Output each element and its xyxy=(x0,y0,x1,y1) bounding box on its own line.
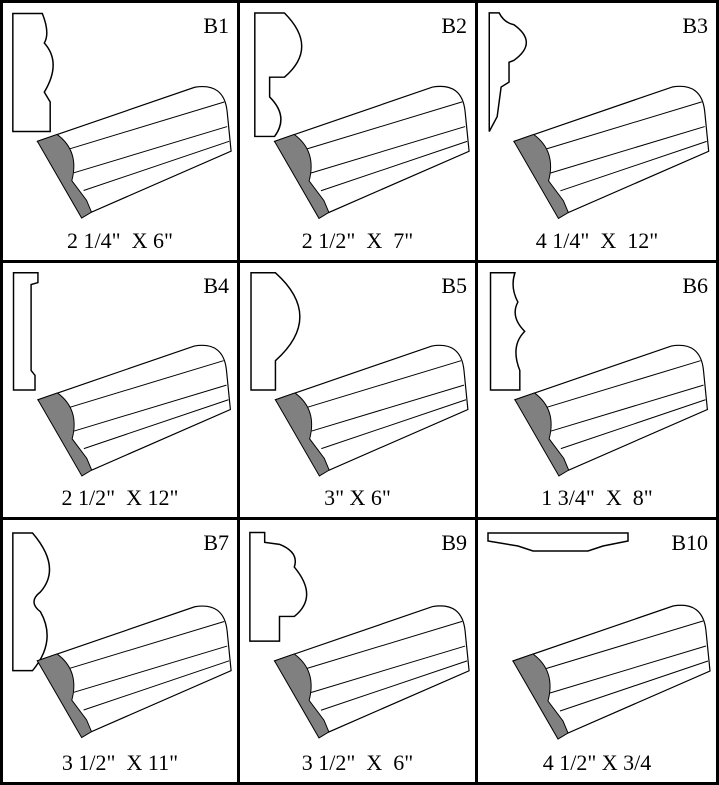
profile-outline xyxy=(12,12,54,133)
molding-body xyxy=(36,85,232,213)
molding-edge-line xyxy=(62,360,224,411)
molding-illustration xyxy=(489,272,709,477)
molding-cell-b5: B5 3" X 6" xyxy=(240,263,478,520)
molding-code: B4 xyxy=(203,273,229,298)
molding-edge-line xyxy=(73,384,227,432)
profile-outline xyxy=(12,532,51,672)
molding-body xyxy=(36,605,232,733)
molding-edge-line xyxy=(73,645,228,693)
molding-illustration xyxy=(250,272,469,477)
molding-body xyxy=(513,344,709,471)
molding-cell-b10: B10 4 1/2" X 3/4 xyxy=(478,520,716,782)
molding-code: B5 xyxy=(441,273,467,298)
molding-end-face xyxy=(37,392,93,477)
molding-cell-b7: B7 3 1/2" X 11" xyxy=(3,520,240,782)
molding-edge-line xyxy=(61,101,225,152)
molding-illustration xyxy=(12,532,232,739)
molding-edge-line xyxy=(83,660,230,711)
molding-edge-line xyxy=(321,399,467,450)
profile-outline xyxy=(250,272,301,391)
molding-edge-line xyxy=(73,126,228,174)
molding-size: 2 1/2" X 7" xyxy=(301,228,414,253)
molding-body xyxy=(512,604,711,734)
molding-size: 3 1/2" X 6" xyxy=(301,750,414,775)
molding-cell-b6: B6 1 3/4" X 8" xyxy=(478,263,716,520)
molding-size: 4 1/2" X 3/4 xyxy=(542,750,652,775)
molding-edge-line xyxy=(559,660,709,712)
molding-edge-line xyxy=(83,399,229,450)
profile-outline xyxy=(254,12,303,138)
molding-code: B2 xyxy=(441,13,467,38)
molding-code: B7 xyxy=(203,530,229,555)
molding-body xyxy=(512,85,710,214)
molding-size: 2 1/4" X 6" xyxy=(67,228,173,253)
molding-code: B6 xyxy=(682,273,708,298)
molding-end-face xyxy=(274,392,330,477)
profile-outline xyxy=(487,532,629,552)
molding-end-face xyxy=(514,392,570,477)
molding-size: 2 1/2" X 12" xyxy=(61,485,179,510)
molding-size: 1 3/4" X 8" xyxy=(541,485,653,510)
molding-edge-line xyxy=(538,101,702,152)
molding-cell-b9: B9 3 1/2" X 6" xyxy=(240,520,478,782)
molding-edge-line xyxy=(311,384,465,432)
molding-edge-line xyxy=(299,101,463,152)
molding-body xyxy=(273,85,470,214)
molding-size: 3" X 6" xyxy=(324,485,391,510)
molding-edge-line xyxy=(560,140,707,192)
molding-cell-b3: B3 4 1/4" X 12" xyxy=(478,3,716,263)
molding-cell-b4: B4 2 1/2" X 12" xyxy=(3,263,240,520)
molding-body xyxy=(273,605,470,733)
molding-end-face xyxy=(36,133,93,219)
molding-cell-b1: B1 2 1/4" X 6" xyxy=(3,3,240,263)
molding-edge-line xyxy=(550,384,704,432)
molding-end-face xyxy=(273,653,330,739)
molding-edge-line xyxy=(320,660,468,711)
molding-illustration xyxy=(249,531,470,739)
molding-code: B10 xyxy=(671,530,708,555)
profile-outline xyxy=(12,272,39,391)
molding-end-face xyxy=(273,133,330,220)
molding-edge-line xyxy=(550,126,705,174)
molding-edge-line xyxy=(83,140,230,191)
molding-end-face xyxy=(513,133,569,220)
molding-edge-line xyxy=(310,645,466,693)
profile-outline xyxy=(249,531,308,642)
molding-illustration xyxy=(12,272,232,477)
molding-illustration xyxy=(12,12,232,219)
molding-edge-line xyxy=(299,620,463,672)
molding-end-face xyxy=(512,653,569,740)
molding-illustration xyxy=(488,12,710,220)
profile-outline xyxy=(489,272,526,391)
molding-edge-line xyxy=(560,399,706,450)
molding-edge-line xyxy=(539,360,701,411)
molding-edge-line xyxy=(61,621,225,672)
molding-end-face xyxy=(36,653,93,739)
molding-body xyxy=(274,344,469,471)
molding-size: 3 1/2" X 11" xyxy=(61,750,179,775)
molding-size: 4 1/4" X 12" xyxy=(535,228,659,253)
molding-illustration xyxy=(487,532,711,740)
molding-edge-line xyxy=(310,126,466,174)
molding-code: B1 xyxy=(203,13,229,38)
molding-edge-line xyxy=(320,140,468,192)
molding-body xyxy=(36,344,232,471)
molding-edge-line xyxy=(549,645,707,694)
profile-outline xyxy=(488,12,528,132)
molding-code: B3 xyxy=(682,13,708,38)
molding-edge-line xyxy=(537,620,704,672)
molding-illustration xyxy=(254,12,470,220)
molding-code: B9 xyxy=(441,530,467,555)
molding-edge-line xyxy=(299,360,462,411)
molding-cell-b2: B2 2 1/2" X 7" xyxy=(240,3,478,263)
